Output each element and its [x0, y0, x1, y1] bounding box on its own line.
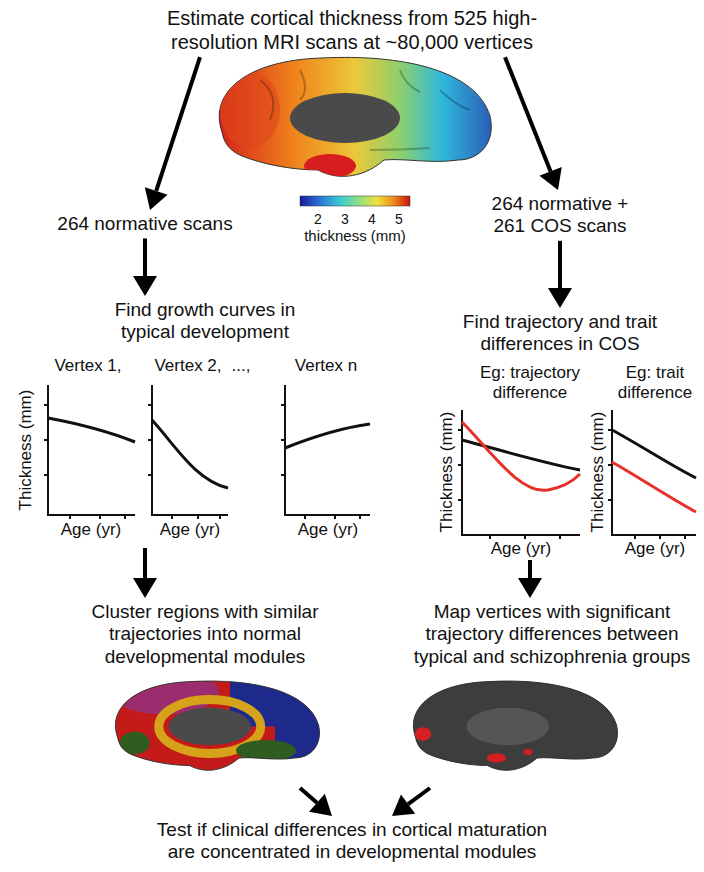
step-text: Cluster regions with similar trajectorie…	[75, 601, 335, 668]
medial-wall	[290, 93, 400, 143]
arrow-shaft	[300, 788, 317, 803]
data-step: 264 normative + 261 COS scans	[460, 190, 660, 241]
cos-curve	[612, 462, 696, 512]
brain-surface	[413, 681, 617, 770]
sulcus-lines	[260, 70, 470, 150]
plot-axes	[148, 385, 228, 519]
significant-patch	[524, 749, 533, 755]
temporal-patch	[304, 154, 356, 178]
axis-label: Age (yr)	[491, 539, 551, 559]
typical-curve	[462, 440, 580, 470]
plot-title: Eg: trajectory difference	[474, 363, 586, 402]
frontal-patch	[220, 72, 280, 148]
plot-title: Eg: trait difference	[610, 363, 700, 402]
plot-title: Vertex n	[295, 356, 357, 376]
step-text: Find trajectory and trait differences in…	[430, 311, 690, 356]
step-text: Map vertices with significant trajectory…	[406, 601, 698, 668]
plot-title: Vertex 1,	[54, 356, 121, 376]
final-step: Test if clinical differences in cortical…	[137, 816, 567, 867]
colorbar-tick: 2	[314, 211, 322, 227]
arrow-shaft	[505, 57, 551, 171]
result-step: Cluster regions with similar trajectorie…	[60, 598, 350, 788]
plot-axes	[458, 410, 580, 539]
significant-patch	[415, 727, 432, 741]
brain-surface	[219, 57, 491, 176]
colorbar-title: thickness (mm)	[304, 227, 406, 244]
significant-patch	[487, 754, 507, 763]
axis-label: Age (yr)	[298, 520, 358, 540]
plot-axes	[608, 410, 696, 539]
flow-arrow	[133, 548, 157, 598]
growth-curve	[285, 424, 370, 448]
flow-arrow	[518, 560, 542, 598]
growth-curve-plots	[44, 385, 370, 519]
arrow-head	[145, 187, 168, 210]
analysis-step: Find trajectory and trait differences in…	[422, 308, 698, 560]
color-bar	[300, 196, 410, 206]
heading-step: Estimate cortical thickness from 525 hig…	[135, 4, 569, 57]
arrow-shaft	[143, 238, 147, 276]
step-text: Find growth curves in typical developmen…	[105, 299, 305, 344]
flow-arrow	[505, 57, 562, 190]
plot-title: Vertex 2,	[154, 356, 221, 376]
arrow-head	[539, 167, 561, 190]
brain-outline	[115, 681, 319, 770]
arrow-shaft	[408, 788, 430, 804]
result-step: Map vertices with significant trajectory…	[404, 598, 700, 788]
plot-axes	[281, 385, 370, 519]
medial-wall	[169, 708, 252, 746]
colorbar-tick: 4	[368, 211, 376, 227]
step-text: 264 normative + 261 COS scans	[480, 193, 640, 238]
growth-curve	[48, 418, 135, 442]
flow-arrow	[548, 241, 572, 308]
arrow-head	[133, 578, 157, 598]
arrow-head	[548, 288, 572, 308]
module-green	[120, 732, 150, 755]
growth-curve	[152, 420, 228, 488]
colorbar-tick: 5	[395, 211, 403, 227]
arrow-shaft	[528, 560, 532, 578]
difference-brain	[413, 681, 617, 770]
axis-label: Age (yr)	[160, 520, 220, 540]
module-brain	[101, 668, 334, 788]
flow-arrow	[300, 788, 332, 816]
arrow-shaft	[156, 57, 200, 191]
plot-title: ...,	[232, 356, 251, 376]
colorbar-tick: 3	[341, 211, 349, 227]
data-step: 264 normative scans	[25, 210, 265, 238]
arrow-head	[309, 794, 332, 816]
arrow-head	[133, 276, 157, 296]
step-text: Test if clinical differences in cortical…	[147, 819, 557, 864]
axis-label: Thickness (mm)	[437, 412, 457, 533]
arrow-head	[518, 578, 542, 598]
analysis-step: Find growth curves in typical developmen…	[10, 296, 400, 548]
step-text: Estimate cortical thickness from 525 hig…	[137, 7, 567, 54]
axis-label: Thickness (mm)	[16, 390, 36, 511]
medial-wall	[467, 708, 550, 746]
module-red	[101, 668, 334, 788]
arrow-head	[392, 794, 415, 816]
arrow-shaft	[558, 241, 562, 288]
difference-plots	[458, 410, 696, 539]
step-text: 264 normative scans	[35, 213, 255, 235]
flow-arrow	[145, 57, 200, 210]
flow-arrow	[392, 788, 430, 816]
flow-arrow	[133, 238, 157, 296]
arrow-shaft	[143, 548, 147, 578]
axis-label: Age (yr)	[61, 520, 121, 540]
brain-thickness-map	[219, 57, 491, 178]
cos-curve	[462, 422, 580, 490]
axis-label: Thickness (mm)	[588, 412, 608, 533]
axis-label: Age (yr)	[625, 539, 685, 559]
plot-axes	[44, 385, 135, 519]
